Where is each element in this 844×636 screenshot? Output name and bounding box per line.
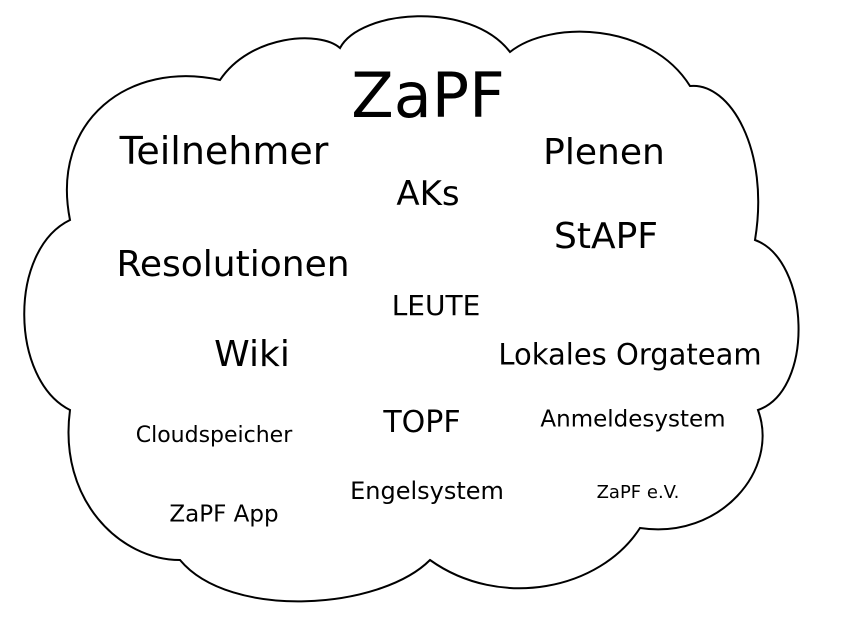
word-resolutionen: Resolutionen	[116, 244, 350, 285]
word-stapf: StAPF	[553, 216, 659, 257]
title-word: ZaPF	[351, 59, 505, 132]
word-cloudspeicher: Cloudspeicher	[135, 423, 293, 448]
word-wiki: Wiki	[214, 334, 290, 375]
word-zapf-app: ZaPF App	[169, 501, 279, 528]
word-aks: AKs	[396, 174, 460, 214]
cloud-outline	[23, 15, 800, 603]
word-topf: TOPF	[383, 405, 461, 440]
word-teilnehmer: Teilnehmer	[119, 129, 329, 173]
word-plenen: Plenen	[543, 132, 665, 173]
word-leute: LEUTE	[391, 289, 481, 322]
word-anmeldesystem: Anmeldesystem	[540, 406, 726, 433]
word-zapf-ev: ZaPF e.V.	[596, 482, 680, 503]
word-engelsystem: Engelsystem	[350, 477, 504, 505]
word-lokales-orgateam: Lokales Orgateam	[498, 337, 762, 372]
